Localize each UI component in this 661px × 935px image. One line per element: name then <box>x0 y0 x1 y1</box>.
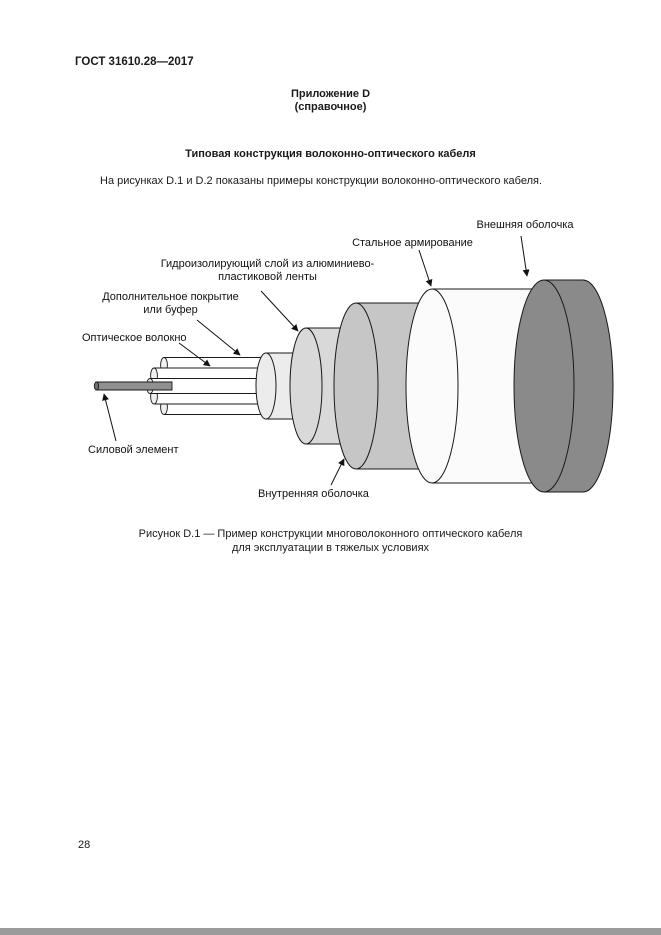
rod-tip <box>93 381 100 391</box>
core-wrap-face <box>255 352 277 420</box>
buffer-tube-face <box>150 388 158 405</box>
page-number: 28 <box>78 839 91 851</box>
page-bottom-edge <box>0 928 661 935</box>
outer-sheath-face <box>513 279 575 493</box>
outer-sheath-layer <box>513 279 614 493</box>
buffer-tube-body <box>153 367 263 384</box>
hydro-layer-body <box>305 327 367 445</box>
label-steel-armor: Стальное армирование <box>352 237 473 249</box>
intro-paragraph: На рисунках D.1 и D.2 показаны примеры к… <box>100 175 543 187</box>
rod-body <box>95 381 173 391</box>
steel-armor-face <box>405 288 459 484</box>
leader-arrow-strength-member <box>102 393 117 442</box>
strength-member-rod <box>93 381 173 391</box>
figure-caption: Рисунок D.1 — Пример конструкции многово… <box>0 527 661 555</box>
hydro-layer-face <box>289 327 323 445</box>
inner-sheath-body <box>355 302 453 470</box>
hydro-layer <box>289 327 367 445</box>
label-hydro-layer: Гидроизолирующий слой из алюминиево- пла… <box>160 258 375 283</box>
appendix-heading: Приложение D (справочное) <box>0 88 661 114</box>
label-buffer: Дополнительное покрытие или буфер <box>102 291 239 316</box>
fiber-buffer-tubes <box>146 357 263 415</box>
appendix-type: (справочное) <box>294 101 367 113</box>
leader-arrow-inner-sheath <box>330 458 345 486</box>
doc-number: ГОСТ 31610.28—2017 <box>75 56 194 68</box>
leader-arrow-steel-armor <box>418 249 433 287</box>
buffer-tube-body <box>149 378 263 394</box>
core-wrap-layer <box>255 352 315 420</box>
steel-armor-body <box>431 288 551 484</box>
steel-armor-layer <box>405 288 551 484</box>
buffer-tube-face <box>160 357 168 373</box>
caption-line1: Рисунок D.1 — Пример конструкции многово… <box>138 528 523 540</box>
buffer-tube-body <box>163 357 263 373</box>
appendix-title: Приложение D <box>290 88 371 100</box>
leader-arrow-hydro-layer <box>260 290 299 332</box>
label-strength-member: Силовой элемент <box>88 444 179 456</box>
label-fiber: Оптическое волокно <box>82 332 187 344</box>
inner-sheath-face <box>333 302 379 470</box>
buffer-tube-face <box>146 378 154 394</box>
leader-arrow-fiber <box>178 342 211 367</box>
buffer-tube-face <box>150 367 158 384</box>
buffer-tube-body <box>163 399 263 415</box>
caption-line2: для эксплуатации в тяжелых условиях <box>231 542 430 554</box>
leader-arrows <box>102 235 530 486</box>
inner-sheath-layer <box>333 302 453 470</box>
section-title: Типовая конструкция волоконно-оптическог… <box>185 148 476 160</box>
outer-sheath-body <box>543 279 614 493</box>
leader-arrow-outer-sheath <box>520 235 530 277</box>
buffer-tube-body <box>153 388 263 405</box>
leader-arrow-buffer <box>196 319 241 356</box>
label-outer-sheath: Внешняя оболочка <box>476 219 574 231</box>
buffer-tube-face <box>160 399 168 415</box>
core-wrap-body <box>265 352 315 420</box>
label-inner-sheath: Внутренняя оболочка <box>258 488 369 500</box>
